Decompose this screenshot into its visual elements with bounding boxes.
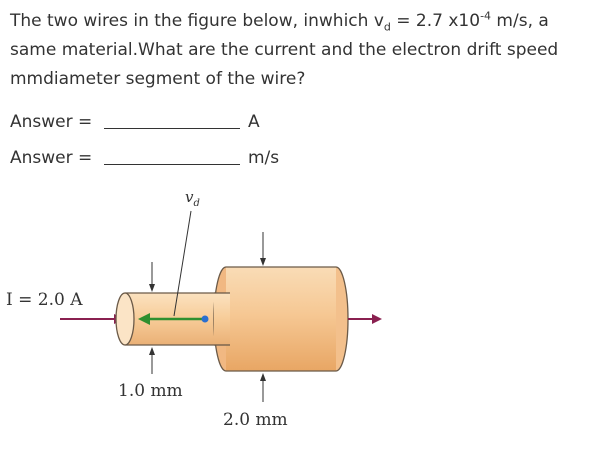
large-diameter-markers <box>260 232 266 402</box>
drift-subscript: d <box>383 20 391 34</box>
question-line-1: The two wires in the figure below, inwhi… <box>10 7 608 36</box>
large-wire-segment <box>213 266 349 372</box>
question-line-1-start: The two wires in the figure below, inwhi… <box>10 11 384 31</box>
answer-unit: m/s <box>248 148 280 168</box>
answer-unit: A <box>248 112 260 132</box>
current-label: I = 2.0 A <box>6 290 83 310</box>
answer-input-current[interactable] <box>104 128 240 129</box>
question-line-1-end: m/s, a <box>491 11 549 31</box>
wire-diagram: vd I = 2.0 A 1.0 mm 2.0 mm <box>6 188 382 430</box>
drift-velocity-arrow <box>138 313 209 325</box>
answer-input-drift-speed[interactable] <box>104 164 240 165</box>
answer-label: Answer = <box>10 148 93 168</box>
vd-leader-line <box>173 210 192 317</box>
exponent-superscript: -4 <box>480 9 492 23</box>
wire-figure: vd I = 2.0 A 1.0 mm 2.0 mm <box>0 178 608 470</box>
small-diameter-markers <box>149 262 155 374</box>
vd-label: vd <box>185 188 200 209</box>
electron-dot <box>201 315 209 323</box>
question-line-1-value: = 2.7 x10 <box>390 11 481 31</box>
answer-label: Answer = <box>10 112 93 132</box>
current-arrow-right <box>348 314 382 324</box>
current-arrow-left <box>60 314 124 324</box>
question-text: The two wires in the figure below, inwhi… <box>10 7 608 94</box>
question-line-3: mmdiameter segment of the wire? <box>10 69 306 89</box>
small-diameter-label: 1.0 mm <box>118 381 183 401</box>
large-diameter-label: 2.0 mm <box>223 410 288 430</box>
question-line-2: same material.What are the current and t… <box>10 40 559 60</box>
